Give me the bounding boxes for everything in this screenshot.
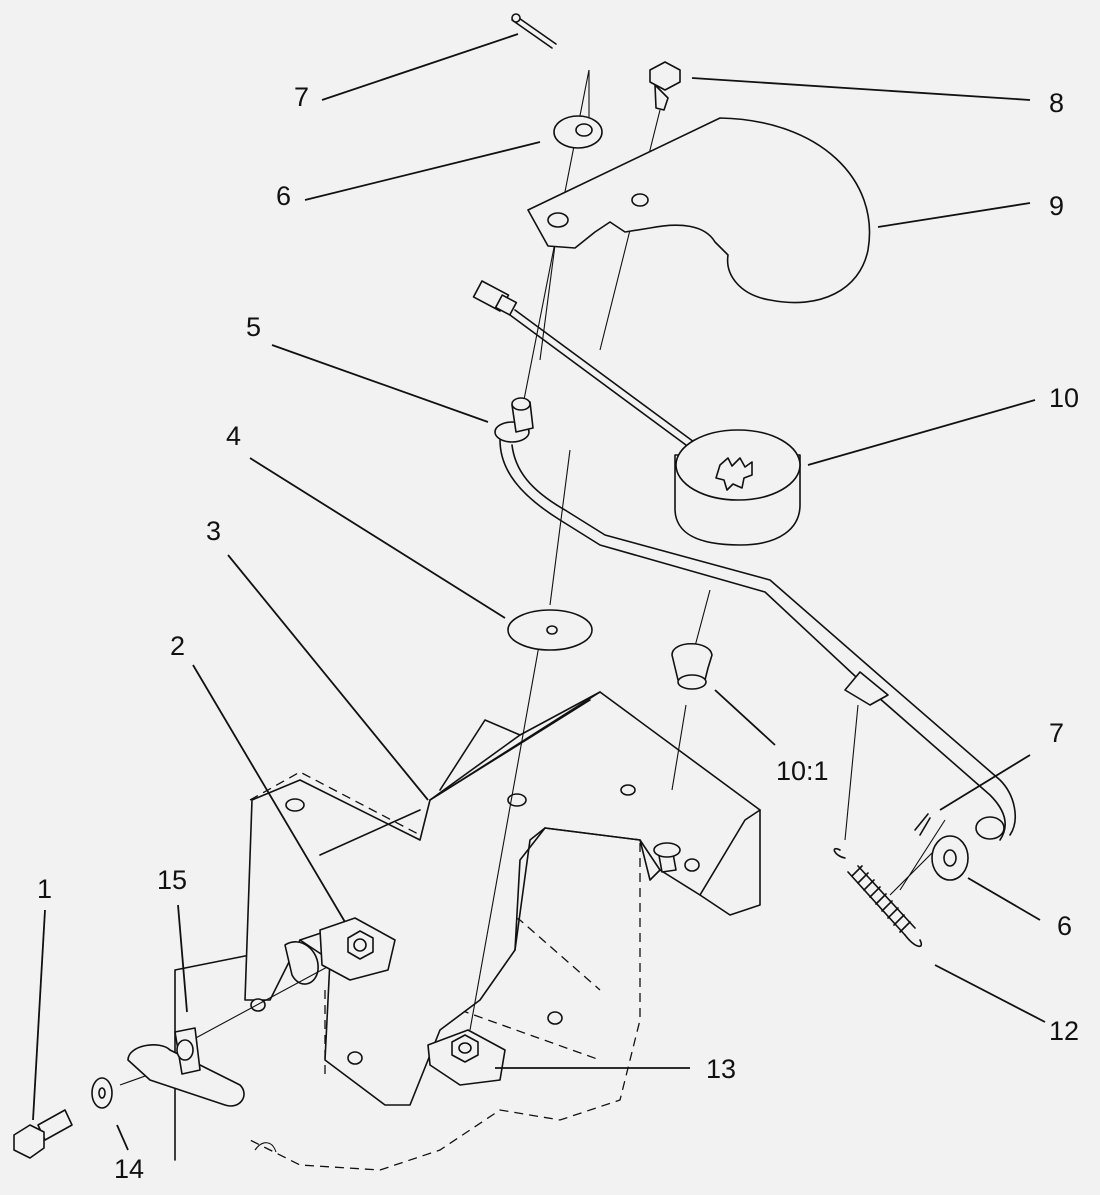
nut-13: [427, 1029, 506, 1086]
flat-washer-4: [507, 609, 593, 651]
callout-12: 12: [1049, 1016, 1079, 1046]
callout-labels: 1 2 3 4 5 6 6 7 7 8 9 10 10:1 12 13 14 1…: [37, 82, 1079, 1184]
nut-2: [319, 917, 396, 981]
callout-4: 4: [226, 421, 241, 451]
washer-right: [931, 835, 969, 881]
leader-lines: [32, 33, 1046, 1151]
callout-13: 13: [706, 1054, 736, 1084]
callout-9: 9: [1049, 191, 1064, 221]
cotter-pin-top: [511, 13, 557, 49]
callout-6-top: 6: [276, 181, 291, 211]
sensor-switch-10: [674, 429, 801, 546]
wire-connector: [472, 280, 695, 449]
callout-7-right: 7: [1049, 718, 1064, 748]
washer-14: [91, 1077, 113, 1109]
callout-10: 10: [1049, 383, 1079, 413]
control-rod: [494, 397, 1016, 841]
cotter-pin-right: [914, 813, 931, 836]
callout-5: 5: [246, 312, 261, 342]
extension-spring-12: [833, 848, 923, 948]
clip-15: [127, 1027, 245, 1107]
callout-14: 14: [114, 1154, 144, 1184]
housing-outline: [174, 771, 641, 1171]
mounting-bracket: [244, 691, 761, 1106]
callout-3: 3: [206, 516, 221, 546]
plug-10-1: [653, 643, 713, 873]
callout-15: 15: [157, 865, 187, 895]
callout-6-right: 6: [1057, 911, 1072, 941]
bolt-1: [13, 1109, 73, 1159]
callout-7-top: 7: [294, 82, 309, 112]
callout-10-1: 10:1: [776, 756, 829, 786]
washer-top: [553, 115, 603, 149]
callout-8: 8: [1049, 88, 1064, 118]
callout-1: 1: [37, 874, 52, 904]
cover-plate-9: [527, 117, 871, 304]
callout-2: 2: [170, 631, 185, 661]
bolt-8: [649, 61, 681, 111]
